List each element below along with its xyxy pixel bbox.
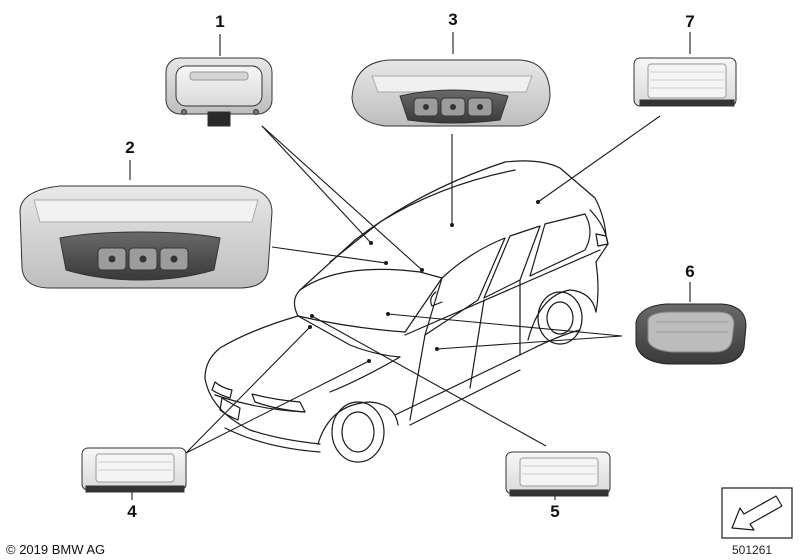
part-1-interior-light-module: [165, 57, 273, 127]
callout-3: 3: [448, 10, 458, 29]
part-3-rear-roof-console: [351, 59, 551, 127]
part-7-cargo-light: [633, 57, 737, 107]
callout-1: 1: [215, 12, 225, 31]
callout-7: 7: [685, 12, 695, 31]
part-6-oval-interior-light: [635, 303, 747, 365]
leader-dots: [308, 200, 540, 363]
view-direction-icon: [721, 487, 793, 539]
leader-lines: [185, 115, 661, 454]
callout-4: 4: [127, 502, 137, 521]
reference-number: 501261: [732, 543, 773, 557]
part-4-footwell-light: [81, 447, 187, 493]
copyright-text: © 2019 BMW AG: [6, 542, 106, 557]
part-5-door-light: [505, 451, 611, 497]
part-2-front-roof-console: [19, 185, 273, 289]
callout-2: 2: [125, 138, 135, 157]
car-outline: [204, 160, 609, 463]
callout-5: 5: [550, 502, 560, 521]
callout-6: 6: [685, 262, 695, 281]
